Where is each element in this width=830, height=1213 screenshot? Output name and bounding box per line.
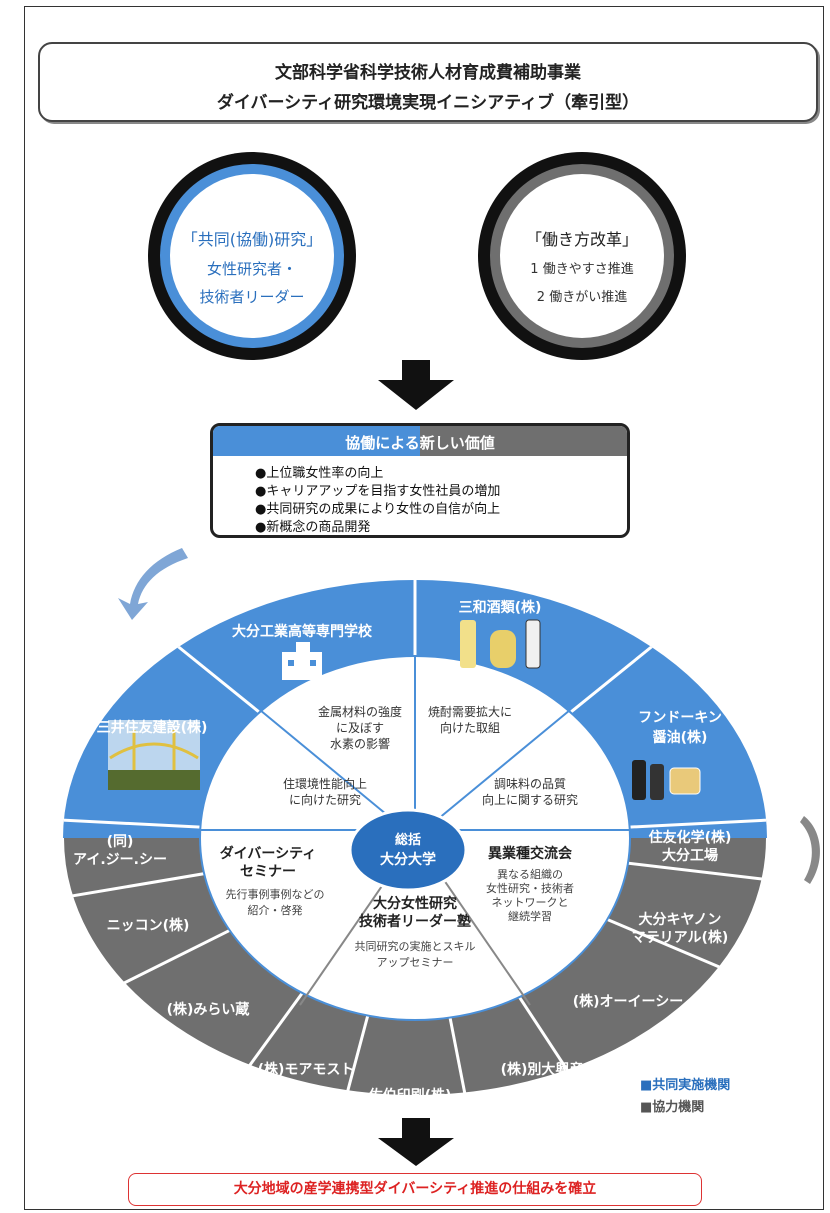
down-arrow-icon bbox=[378, 1118, 454, 1166]
down-arrow-icon bbox=[378, 360, 454, 410]
research-topic-text: 焼酎需要拡大に bbox=[428, 704, 512, 719]
program-title: 異業種交流会 bbox=[488, 845, 573, 862]
program-desc: 紹介・啓発 bbox=[248, 903, 303, 917]
org-label-oita-canon: 大分キヤノン bbox=[639, 911, 722, 928]
program-title: 技術者リーダー塾 bbox=[359, 913, 471, 930]
work-style-reform-circle: 「働き方改革」 1 働きやすさ推進 2 働きがい推進 bbox=[478, 152, 686, 360]
new-value-box: 協働による新しい価値 ●上位職女性率の向上 ●キャリアアップを目指す女性社員の増… bbox=[210, 423, 630, 538]
program-desc: ネットワークと bbox=[492, 896, 569, 909]
sake-bottles-icon bbox=[460, 619, 541, 669]
program-desc: 先行事例事例などの bbox=[226, 887, 325, 901]
legend-joint: ■共同実施機関 bbox=[640, 1078, 731, 1093]
new-value-heading: 協働による新しい価値 bbox=[345, 434, 495, 452]
collaborative-research-circle: 「共同(協働)研究」 女性研究者・ 技術者リーダー bbox=[148, 152, 356, 360]
value-item: ●キャリアアップを目指す女性社員の増加 bbox=[255, 484, 501, 499]
title-line-1: 文部科学省科学技術人材育成費補助事業 bbox=[275, 63, 581, 83]
soy-sauce-icon bbox=[632, 760, 701, 800]
curved-arrow-right-icon bbox=[800, 816, 821, 884]
left-circle-line-3: 技術者リーダー bbox=[199, 288, 305, 306]
org-label-oec: (株)オーイーシー bbox=[573, 993, 684, 1010]
research-topic-text: 向けた取組 bbox=[440, 720, 500, 735]
org-label-mitsui-sumitomo: 三井住友建設(株) bbox=[97, 719, 208, 736]
right-circle-line-1: 「働き方改革」 bbox=[525, 230, 638, 249]
title-line-2: ダイバーシティ研究環境実現イニシアティブ（牽引型） bbox=[216, 93, 640, 113]
org-label-sumitomo-chemical: 住友化学(株) bbox=[649, 829, 732, 846]
org-label-sanwa-shurui: 三和酒類(株) bbox=[459, 599, 542, 616]
org-label-nikkon: ニッコン(株) bbox=[107, 917, 190, 934]
curved-arrow-left-icon bbox=[118, 548, 188, 620]
research-topic-text: 住環境性能向上 bbox=[283, 776, 367, 791]
org-label-beppu-kosan: (株)別大興産 bbox=[501, 1061, 584, 1078]
title-box: 文部科学省科学技術人材育成費補助事業 ダイバーシティ研究環境実現イニシアティブ（… bbox=[38, 42, 818, 122]
org-label-moremost: (株)モアモスト bbox=[258, 1061, 355, 1078]
center-name: 大分大学 bbox=[380, 851, 436, 868]
bridge-photo bbox=[108, 720, 200, 790]
value-item: ●新概念の商品開発 bbox=[255, 520, 371, 535]
new-value-heading-bar: 協働による新しい価値 bbox=[213, 426, 627, 456]
program-desc: 女性研究・技術者 bbox=[486, 881, 574, 895]
org-label-fundokin: フンドーキン bbox=[638, 710, 722, 726]
program-desc: アップセミナー bbox=[377, 956, 454, 969]
org-label-igc-2: アイ.ジー.シー bbox=[73, 852, 167, 868]
research-topic-text: に向けた研究 bbox=[289, 792, 361, 807]
research-topic-text: 金属材料の強度 bbox=[318, 704, 402, 719]
left-circle-line-2: 女性研究者・ bbox=[206, 260, 297, 278]
page-frame bbox=[24, 6, 824, 1210]
research-topic-text: 向上に関する研究 bbox=[482, 792, 578, 807]
program-title: セミナー bbox=[240, 864, 296, 880]
org-label-sumitomo-chemical-2: 大分工場 bbox=[662, 847, 718, 864]
org-label-miraikura: (株)みらい蔵 bbox=[167, 1001, 250, 1018]
org-label-oita-kosen: 大分工業高等専門学校 bbox=[232, 623, 373, 640]
research-topic-text: 水素の影響 bbox=[330, 736, 390, 751]
program-title: ダイバーシティ bbox=[220, 845, 317, 862]
right-circle-line-3: 2 働きがい推進 bbox=[536, 290, 628, 305]
org-label-igc: (同) bbox=[107, 834, 134, 850]
right-circle-line-2: 1 働きやすさ推進 bbox=[530, 262, 634, 277]
conclusion-box: 大分地域の産学連携型ダイバーシティ推進の仕組みを確立 bbox=[128, 1173, 702, 1206]
value-item: ●共同研究の成果により女性の自信が向上 bbox=[255, 502, 501, 517]
research-topic-text: 調味料の品質 bbox=[494, 776, 566, 791]
building-icon bbox=[282, 642, 322, 680]
program-desc: 異なる組織の bbox=[497, 868, 563, 881]
program-desc: 共同研究の実施とスキル bbox=[355, 939, 476, 953]
left-circle-line-1: 「共同(協働)研究」 bbox=[181, 230, 323, 249]
program-title: 大分女性研究 bbox=[373, 895, 457, 912]
org-label-saiki-printing: 佐伯印刷(株) bbox=[368, 1087, 452, 1104]
legend-coop: ■協力機関 bbox=[640, 1100, 705, 1115]
org-label-oita-canon-2: マテリアル(株) bbox=[632, 929, 729, 946]
center-title: 総括 bbox=[395, 832, 421, 848]
value-item: ●上位職女性率の向上 bbox=[255, 466, 384, 481]
org-label-fundokin-2: 醤油(株) bbox=[653, 729, 708, 746]
research-topic-text: に及ぼす bbox=[336, 721, 384, 735]
center-hub bbox=[348, 808, 468, 892]
program-desc: 継続学習 bbox=[508, 909, 552, 923]
